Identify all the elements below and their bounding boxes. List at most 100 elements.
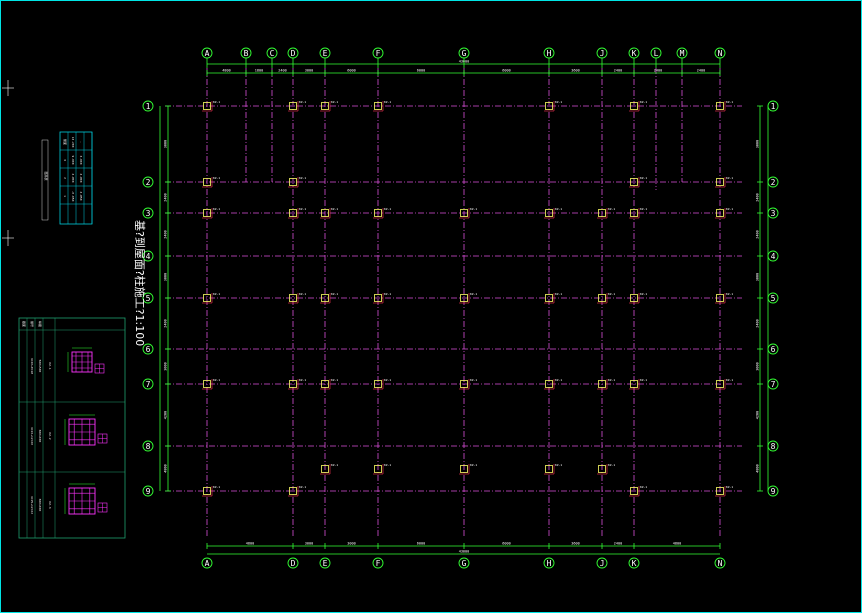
- column-label: KZ-1: [213, 100, 220, 104]
- column: [630, 487, 638, 495]
- axis-top-E-label: E: [323, 49, 328, 58]
- column-label: KZ-1: [384, 100, 391, 104]
- column: [321, 102, 329, 110]
- column: [716, 102, 724, 110]
- bottom-dim-text: 2400: [614, 542, 622, 546]
- axis-right-2-circle: [767, 176, 779, 188]
- column: [716, 294, 724, 302]
- axis-left-4-label: 4: [146, 252, 151, 261]
- column-label: KZ-1: [331, 463, 338, 467]
- level-table-cell: 4.850: [79, 191, 83, 200]
- column: [598, 380, 606, 388]
- axis-bottom-F-circle: [372, 557, 384, 569]
- axis-right-5-label: 5: [771, 294, 776, 303]
- right-dim-text: 3000: [756, 362, 760, 370]
- top-dim-text: 2400: [697, 69, 705, 73]
- axis-left-6-label: 6: [146, 345, 151, 354]
- axis-top-N-label: N: [718, 49, 723, 58]
- axis-right-4-circle: [767, 250, 779, 262]
- right-dim-text: 2400: [756, 230, 760, 238]
- axis-right-3-circle: [767, 207, 779, 219]
- column: [630, 380, 638, 388]
- axis-right-9-label: 9: [771, 487, 776, 496]
- level-table-cell: 9.600: [71, 155, 75, 164]
- top-dim-text: 3600: [571, 69, 579, 73]
- axis-bottom-K-label: K: [632, 559, 637, 568]
- level-table-caption: 层高表: [44, 171, 49, 180]
- axis-top-F-circle: [372, 47, 384, 59]
- column-label: KZ-1: [384, 207, 391, 211]
- bottom-dim-text: 4800: [673, 542, 681, 546]
- column: [630, 294, 638, 302]
- axis-right-4-label: 4: [771, 252, 776, 261]
- column: [321, 465, 329, 473]
- column-label: KZ-1: [608, 463, 615, 467]
- column-label: KZ-1: [640, 100, 647, 104]
- column-label: KZ-1: [640, 176, 647, 180]
- axis-right-1-label: 1: [771, 102, 776, 111]
- column-label: KZ-1: [331, 292, 338, 296]
- column: [289, 294, 297, 302]
- axis-right-6-circle: [767, 343, 779, 355]
- column: [630, 209, 638, 217]
- column: [716, 178, 724, 186]
- column: [203, 487, 211, 495]
- column: [630, 178, 638, 186]
- column: [374, 209, 382, 217]
- column-label: KZ-1: [213, 176, 220, 180]
- column-label: KZ-1: [384, 378, 391, 382]
- level-table-cell: 1: [63, 195, 67, 197]
- axis-bottom-H-circle: [543, 557, 555, 569]
- column: [321, 209, 329, 217]
- column-schedule-header: 编号: [30, 321, 35, 327]
- axis-left-3-label: 3: [146, 209, 151, 218]
- left-dim-text: 2400: [164, 230, 168, 238]
- axis-top-A-circle: [201, 47, 213, 59]
- axis-right-8-label: 8: [771, 442, 776, 451]
- axis-top-G-label: G: [462, 49, 467, 58]
- bottom-overall-dim: 43000: [459, 550, 470, 554]
- column-label: KZ-1: [726, 378, 733, 382]
- column: [460, 294, 468, 302]
- column: [545, 102, 553, 110]
- level-table-cell: 2: [63, 177, 67, 179]
- bottom-dim-text: 3000: [347, 542, 355, 546]
- column: [289, 209, 297, 217]
- axis-right-5-circle: [767, 292, 779, 304]
- level-table-cell: 4.800: [79, 173, 83, 182]
- column-label: KZ-1: [608, 378, 615, 382]
- left-dim-text: 2400: [164, 193, 168, 201]
- column: [321, 380, 329, 388]
- column-label: KZ-1: [299, 176, 306, 180]
- column: [289, 102, 297, 110]
- column: [460, 380, 468, 388]
- top-dim-text: 2400: [278, 69, 286, 73]
- axis-top-E-circle: [319, 47, 331, 59]
- column-schedule-size: 600x600: [38, 430, 42, 443]
- column-label: KZ-1: [331, 378, 338, 382]
- top-dim-text: 2400: [614, 69, 622, 73]
- level-table-caption-box: [41, 139, 49, 221]
- axis-bottom-K-circle: [628, 557, 640, 569]
- column: [598, 209, 606, 217]
- column: [716, 487, 724, 495]
- column-label: KZ-1: [555, 100, 562, 104]
- column-label: KZ-1: [299, 485, 306, 489]
- axis-right-8-circle: [767, 440, 779, 452]
- column-label: KZ-1: [640, 378, 647, 382]
- bottom-dim-text: 3600: [571, 542, 579, 546]
- column-label: KZ-1: [299, 100, 306, 104]
- column-label: KZ-1: [726, 292, 733, 296]
- column-label: KZ-1: [470, 292, 477, 296]
- column: [203, 102, 211, 110]
- column-label: KZ-1: [555, 292, 562, 296]
- column-label: KZ-1: [384, 292, 391, 296]
- top-dim-text: 6000: [347, 69, 355, 73]
- axis-bottom-D-label: D: [291, 559, 296, 568]
- axis-right-9-circle: [767, 485, 779, 497]
- right-dim-text: 2400: [756, 193, 760, 201]
- level-table-cell: 屋面: [63, 139, 68, 145]
- column-label: KZ-1: [555, 378, 562, 382]
- axis-top-M-circle: [676, 47, 688, 59]
